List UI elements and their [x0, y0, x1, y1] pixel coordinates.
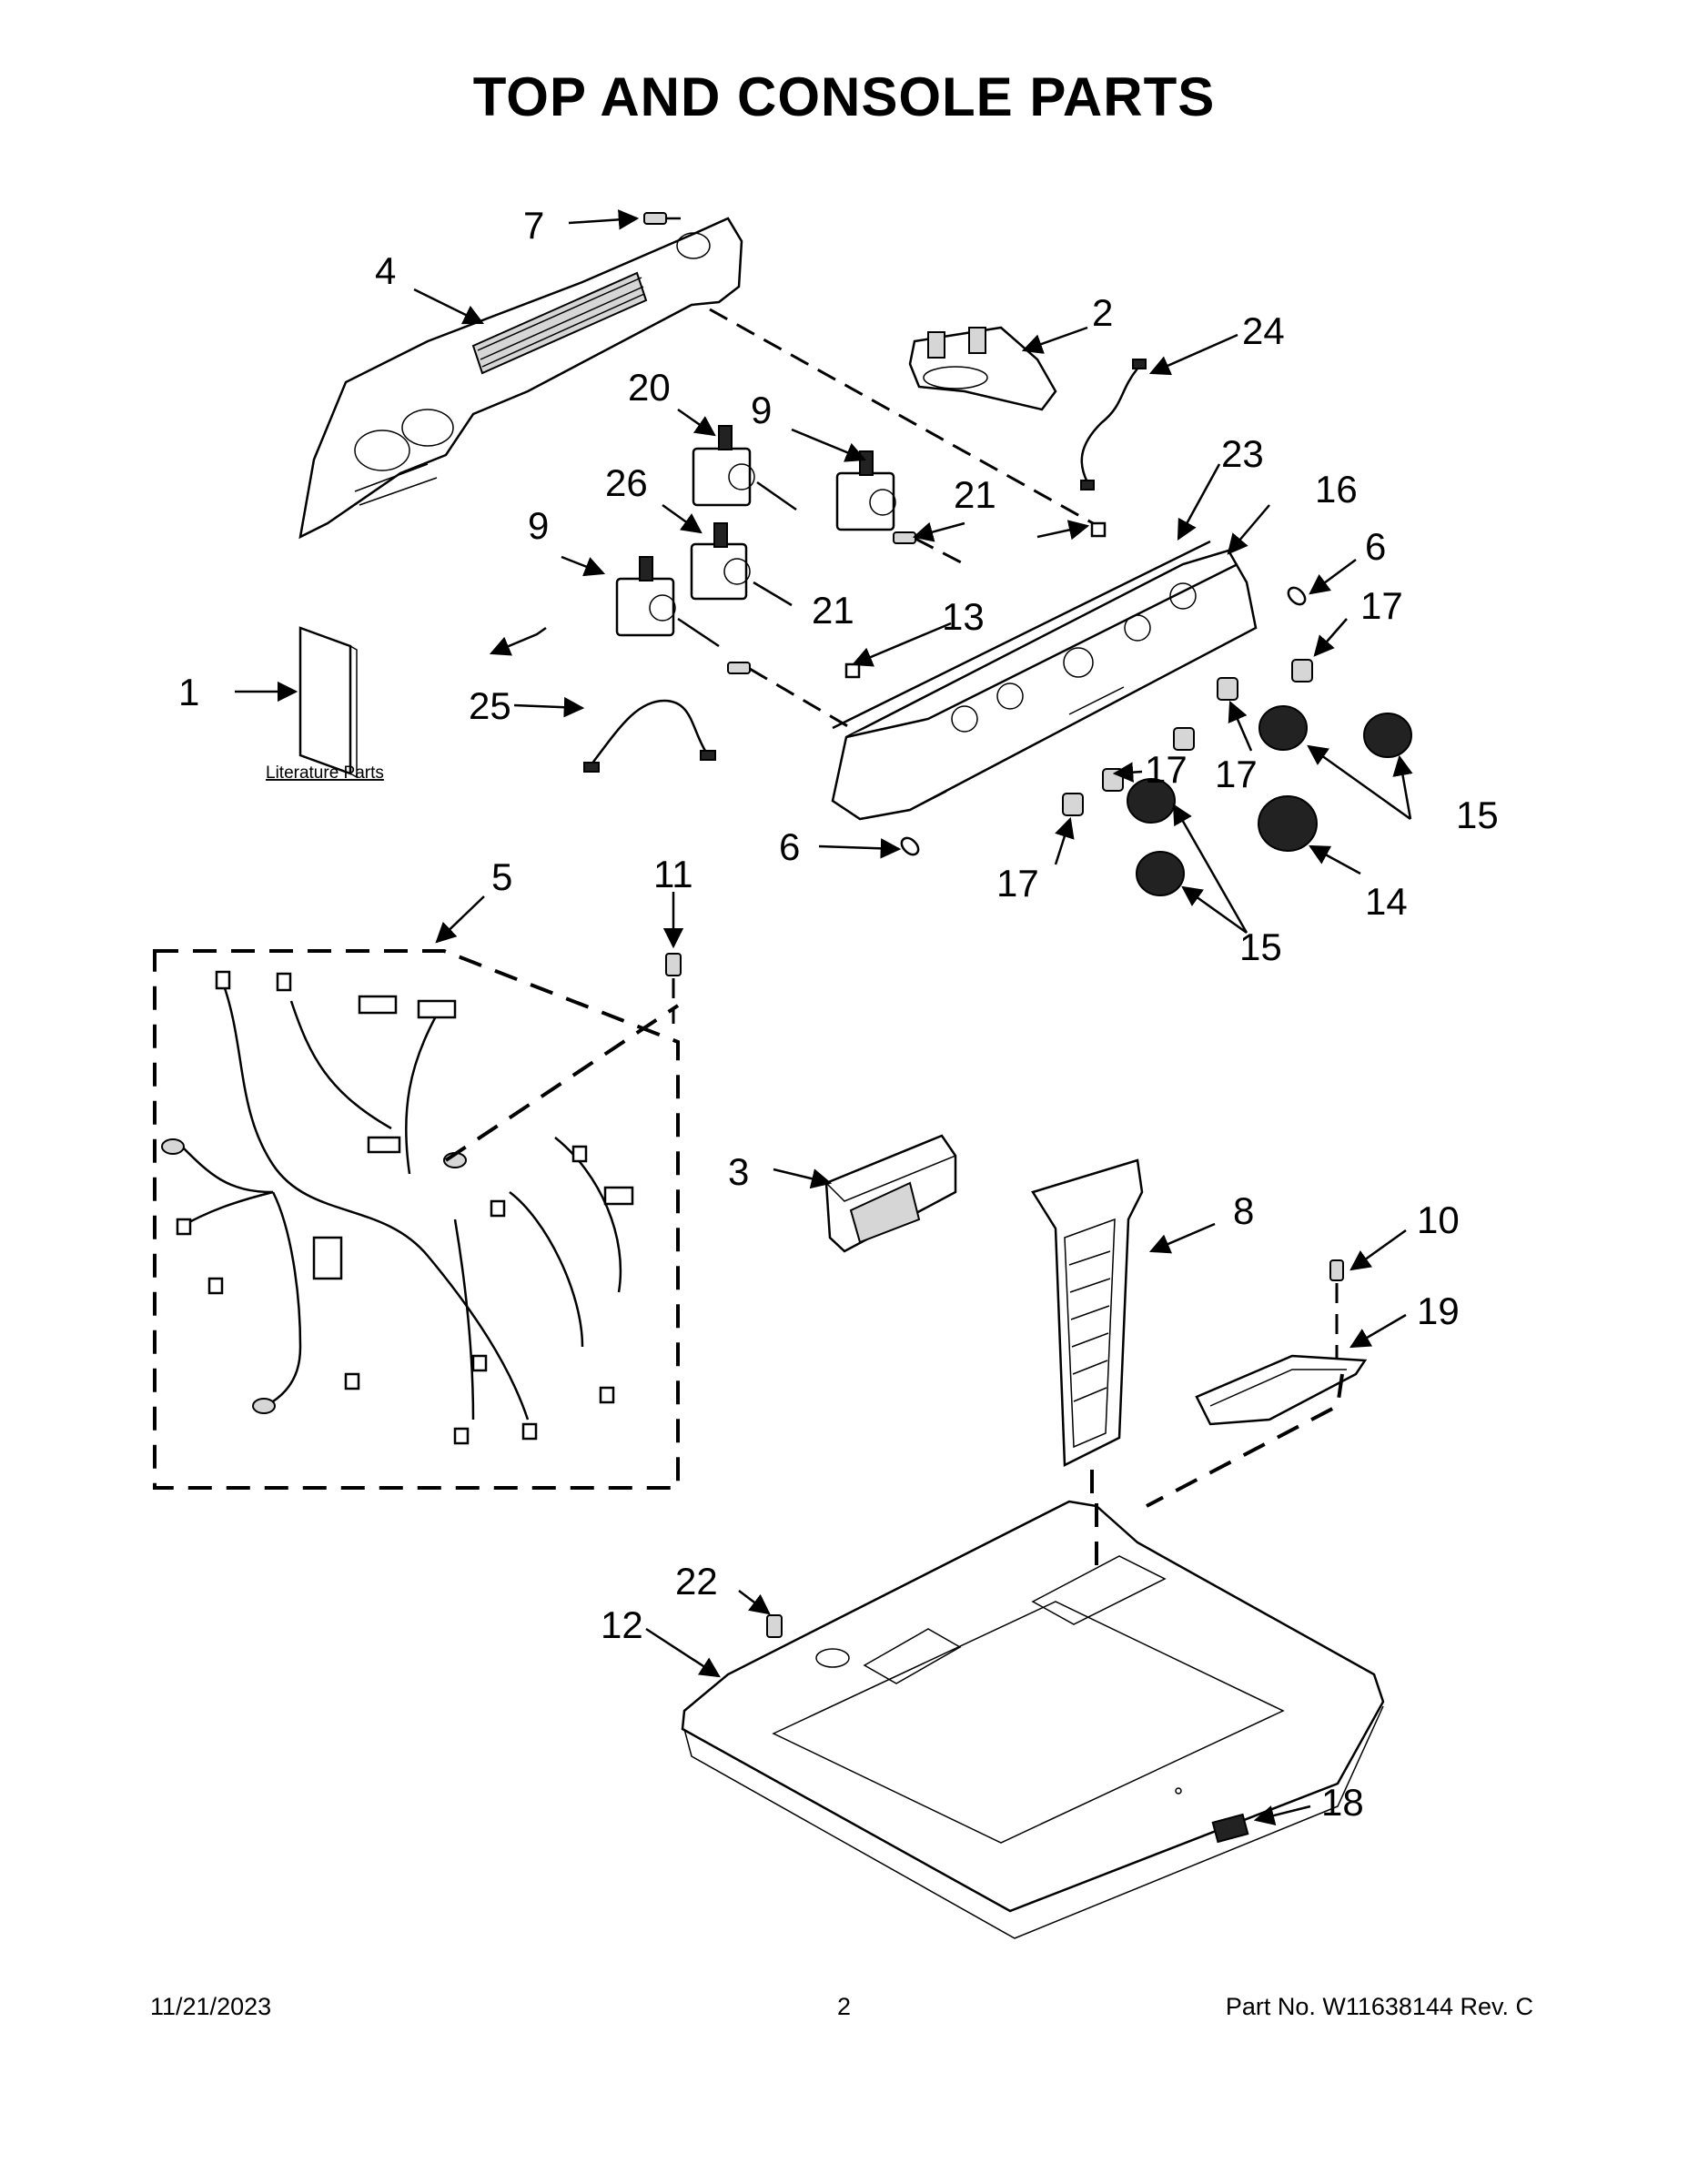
clip-6-lower: [900, 836, 920, 856]
wire-harness-25: [583, 699, 716, 773]
guide-line-harness: [444, 1004, 680, 1162]
badge-18: [1211, 1813, 1249, 1844]
guide-line-rear-panel: [709, 308, 1102, 530]
knob-15-c: [1127, 778, 1176, 824]
switch-26: [690, 522, 793, 607]
callout-17-mid-right: 17: [1215, 753, 1258, 795]
callout-14: 14: [1365, 880, 1408, 923]
lint-filter-8: [1031, 1158, 1144, 1467]
adapter-17-e: [1062, 793, 1084, 816]
callout-10: 10: [1417, 1198, 1460, 1241]
footer-part-number: Part No. W11638144 Rev. C: [1225, 1993, 1533, 2020]
callout-5: 5: [491, 855, 512, 898]
clip-6-upper: [1287, 586, 1307, 606]
callout-21-lower: 21: [812, 589, 854, 632]
callout-11: 11: [653, 853, 693, 895]
callout-2: 2: [1092, 291, 1113, 334]
knob-15-d: [1136, 851, 1185, 896]
control-module-3: [824, 1134, 957, 1253]
callout-24: 24: [1242, 309, 1285, 352]
switch-9-upper: [835, 450, 896, 531]
adapter-17-a: [1291, 659, 1313, 682]
screw-10: [1329, 1259, 1344, 1365]
callout-12: 12: [601, 1603, 643, 1646]
callout-19: 19: [1417, 1289, 1460, 1332]
knob-15-a: [1258, 705, 1308, 751]
callout-26: 26: [605, 461, 648, 504]
callout-7: 7: [523, 204, 544, 247]
knob-14: [1258, 795, 1318, 852]
footer-page-number: 2: [836, 1993, 852, 2020]
adapter-17-b: [1217, 677, 1238, 701]
callout-13: 13: [942, 595, 985, 638]
callout-17-mid-left: 17: [1145, 748, 1188, 791]
bracket-19: [1195, 1354, 1368, 1426]
callout-20: 20: [628, 366, 671, 409]
screw-21-upper: [893, 531, 965, 566]
clip-13-left: [844, 662, 861, 679]
callout-6-upper: 6: [1365, 525, 1386, 568]
switch-20: [692, 425, 797, 511]
callout-4: 4: [375, 249, 396, 292]
callout-8: 8: [1233, 1189, 1254, 1232]
strip-23: [832, 540, 1211, 730]
console-16: [831, 549, 1258, 821]
callout-18: 18: [1321, 1781, 1364, 1824]
callout-3: 3: [728, 1150, 749, 1193]
literature-book-1: [298, 626, 358, 779]
screw-21-lower: [727, 662, 852, 730]
callout-15-right: 15: [1456, 794, 1499, 836]
screw-7: [643, 212, 681, 225]
callout-1: 1: [178, 671, 199, 713]
callout-21-upper: 21: [954, 473, 996, 516]
page-title: TOP AND CONSOLE PARTS: [472, 66, 1216, 127]
clip-13-right: [1090, 521, 1107, 538]
leader-arrows: [235, 209, 1413, 1826]
callout-numbers: 7 4 2 24 20 9 26 9 21 21 23 16 6 17 13 1…: [178, 204, 1499, 1824]
callout-6-lower: 6: [779, 825, 800, 868]
knob-15-b: [1363, 713, 1412, 758]
callout-16: 16: [1315, 468, 1358, 511]
wire-harness-24: [1080, 359, 1147, 490]
callout-25: 25: [469, 684, 511, 727]
footer-date: 11/21/2023: [150, 1993, 272, 2020]
callout-22: 22: [675, 1560, 718, 1603]
main-wire-harness-5: [153, 949, 680, 1490]
callout-15-bottom: 15: [1239, 925, 1282, 968]
top-panel-12: [681, 1500, 1385, 1939]
callout-23: 23: [1221, 432, 1264, 475]
bracket-2: [908, 326, 1057, 411]
switch-9-lower: [615, 556, 720, 648]
adapter-17-c: [1173, 727, 1195, 751]
screw-11: [665, 953, 682, 1024]
callout-17-top: 17: [1360, 584, 1403, 627]
callout-9-upper: 9: [751, 389, 772, 431]
guide-line-bracket: [1146, 1373, 1344, 1508]
callout-9-lower: 9: [528, 504, 549, 547]
screw-22: [766, 1614, 783, 1638]
callout-17-bottom: 17: [996, 862, 1039, 905]
literature-parts-label: Literature Parts: [266, 763, 384, 783]
rear-console-panel: [298, 217, 743, 540]
